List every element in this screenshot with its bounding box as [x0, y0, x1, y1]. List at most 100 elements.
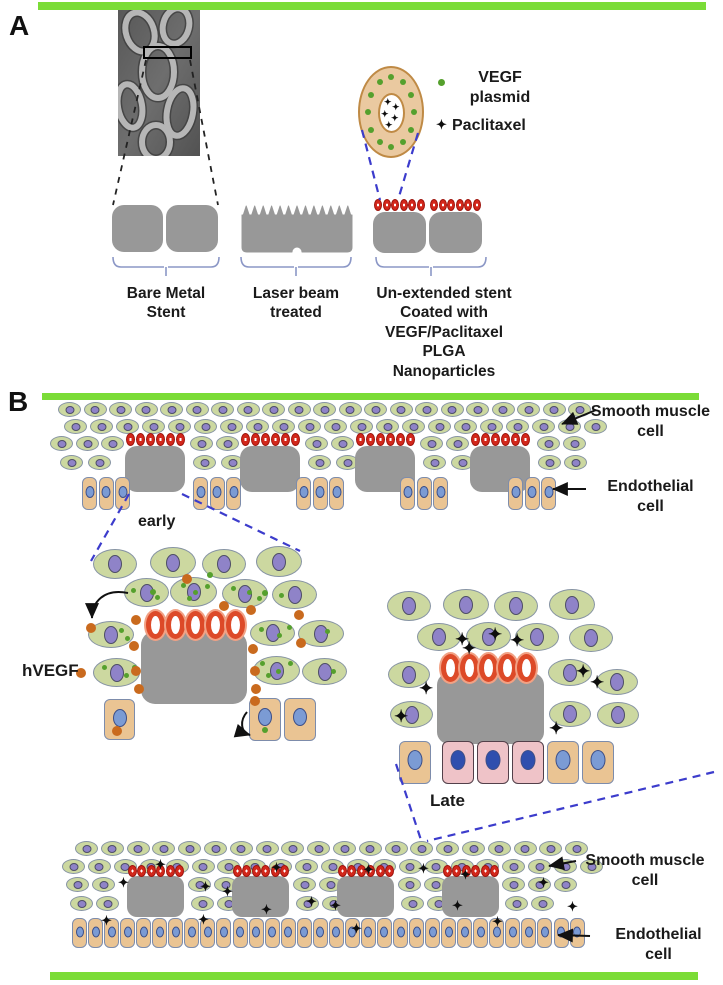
- cell-nucleus: [509, 862, 519, 871]
- cell-nucleus: [197, 439, 206, 448]
- stent-strut: [232, 876, 289, 917]
- cell-nucleus: [444, 926, 453, 938]
- cell-nucleus: [252, 926, 261, 938]
- vegf-plasmid-dot: [388, 144, 394, 150]
- smooth-muscle-cell: [307, 841, 331, 856]
- paclitaxel-star-icon: ✦: [384, 97, 392, 107]
- cell-nucleus: [268, 926, 277, 938]
- smooth-muscle-cell: [466, 622, 511, 651]
- smooth-muscle-cell: [170, 577, 217, 607]
- smooth-muscle-cell: [502, 859, 526, 874]
- coated-stent-caption: Un-extended stent Coated with VEGF/Pacli…: [376, 285, 512, 380]
- vegf-plasmid-dot: [257, 596, 262, 601]
- smooth-muscle-cell: [517, 402, 540, 417]
- cell-nucleus: [85, 485, 94, 498]
- bottom-green-bar: [50, 972, 698, 980]
- cell-nucleus: [396, 405, 406, 414]
- vegf-plasmid-dot: [388, 74, 394, 80]
- cell-nucleus: [563, 705, 577, 723]
- endothelial-cell: [376, 918, 392, 948]
- vegf-plasmid-dot: [124, 673, 129, 678]
- cell-nucleus: [317, 662, 332, 681]
- nanoparticle-dot: [455, 199, 464, 211]
- vegf-plasmid-dot: [207, 572, 213, 578]
- cell-nucleus: [90, 405, 100, 414]
- cell-nucleus: [192, 405, 202, 414]
- nanoparticle-dot: [146, 865, 156, 877]
- cell-nucleus: [123, 422, 132, 431]
- endothelial-cell: [312, 918, 328, 948]
- nanoparticle-dot: [391, 199, 400, 211]
- nanoparticle-dot: [338, 865, 347, 877]
- cell-nucleus: [460, 926, 469, 938]
- cell-nucleus: [95, 458, 104, 467]
- nanoparticle-dot: [464, 199, 473, 211]
- endothelial-cell: [505, 918, 521, 948]
- smooth-muscle-cell: [424, 877, 447, 892]
- smooth-muscle-cell: [134, 402, 158, 417]
- paclitaxel-star-icon: ✦: [330, 898, 341, 913]
- cell-nucleus: [412, 926, 421, 938]
- vegf-plasmid-dot: [407, 126, 414, 133]
- nanoparticle-ring: [166, 611, 185, 639]
- smooth-muscle-cell: [563, 436, 586, 451]
- cell-nucleus: [611, 706, 625, 724]
- smooth-muscle-cell: [398, 877, 421, 892]
- hvegf-protein-dot: [219, 601, 229, 611]
- smooth-muscle-cell: [542, 402, 566, 417]
- cell-nucleus: [262, 844, 272, 853]
- paclitaxel-star-icon: ✦: [452, 898, 463, 913]
- cell-nucleus: [513, 422, 522, 431]
- cell-nucleus: [459, 595, 473, 614]
- cell-nucleus: [584, 629, 598, 647]
- panel-b-label: B: [8, 386, 29, 417]
- paclitaxel-star-icon: ✦: [455, 630, 470, 649]
- cell-nucleus: [409, 422, 418, 431]
- smooth-muscle-cell: [194, 419, 217, 434]
- smooth-muscle-cell: [384, 841, 408, 856]
- paclitaxel-star-icon: ✦: [222, 884, 233, 899]
- paclitaxel-star-icon: ✦: [261, 902, 272, 917]
- paclitaxel-star-icon: ✦: [391, 113, 399, 123]
- smooth-muscle-cell: [364, 402, 387, 417]
- hvegf-protein-dot: [134, 684, 144, 694]
- cell-nucleus: [396, 926, 405, 938]
- paclitaxel-star-icon: ✦: [462, 639, 477, 658]
- cell-nucleus: [572, 844, 582, 853]
- paclitaxel-star-icon: ✦: [363, 862, 374, 877]
- endothelial-cell: [248, 918, 264, 948]
- cell-nucleus: [447, 405, 457, 414]
- nanoparticle-dot: [291, 433, 300, 446]
- paclitaxel-star-icon: ✦: [101, 913, 112, 928]
- smooth-muscle-cell: [532, 419, 555, 434]
- cell-nucleus: [380, 926, 389, 938]
- smooth-muscle-cell: [305, 436, 328, 451]
- nanoparticle-ring: [146, 611, 165, 639]
- endothelial-cell: [88, 918, 104, 948]
- smooth-muscle-cell: [188, 877, 211, 892]
- cell-nucleus: [312, 439, 321, 448]
- stent-strut: [437, 673, 544, 744]
- cell-nucleus: [229, 485, 238, 498]
- smooth-muscle-cell: [440, 402, 464, 417]
- cell-nucleus: [512, 899, 521, 908]
- paclitaxel-star-icon: ✦: [549, 719, 564, 738]
- cell-nucleus: [487, 422, 496, 431]
- paclitaxel-star-icon: ✦: [538, 875, 549, 890]
- cell-nucleus: [565, 422, 574, 431]
- smooth-muscle-cell: [549, 701, 591, 727]
- vegf-plasmid-dot: [231, 586, 236, 591]
- cell-nucleus: [494, 844, 504, 853]
- nanoparticle-dot: [480, 865, 490, 877]
- smooth-muscle-cell: [185, 402, 209, 417]
- cell-nucleus: [195, 880, 204, 889]
- nanoparticle-dot: [447, 199, 456, 211]
- cell-nucleus: [348, 926, 357, 938]
- smooth-muscle-cell: [443, 589, 489, 620]
- nanoparticle-dot: [386, 433, 395, 446]
- nanoparticle-dot: [175, 865, 184, 877]
- smooth-muscle-cell: [513, 841, 537, 856]
- endothelial-cell-label-top: Endothelial cell: [607, 478, 694, 515]
- smooth-muscle-cell: [190, 436, 213, 451]
- paclitaxel-star-icon: ✦: [576, 662, 591, 681]
